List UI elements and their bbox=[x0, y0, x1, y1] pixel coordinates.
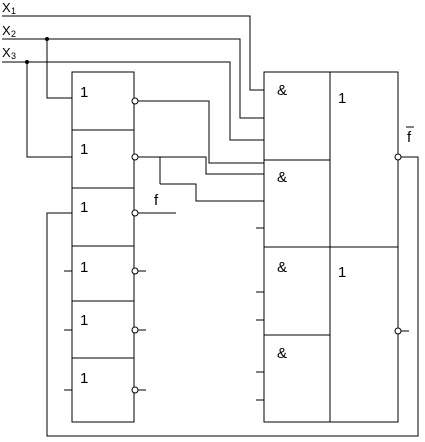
input-x2-letter: X bbox=[2, 23, 11, 38]
or-cell-2-symbol: 1 bbox=[80, 141, 88, 158]
or-cell-5-symbol: 1 bbox=[80, 312, 88, 329]
or-cell-6-symbol: 1 bbox=[80, 370, 88, 387]
input-label-x3: X 3 bbox=[2, 45, 16, 61]
or-cell-1-symbol: 1 bbox=[80, 84, 88, 101]
or-out-cell-2-bubble bbox=[394, 327, 402, 335]
or-cell-6-bubble bbox=[131, 386, 139, 394]
input-x1-letter: X bbox=[2, 0, 11, 15]
wire-or1-out bbox=[137, 100, 264, 164]
and-or-block: & & & & 1 1 bbox=[263, 71, 399, 423]
wire-x2-to-or1 bbox=[46, 39, 72, 99]
and-cell-1-symbol: & bbox=[277, 82, 287, 99]
output-f-bar-label: f bbox=[406, 126, 414, 146]
input-label-x2: X 2 bbox=[2, 23, 16, 39]
wire-x2 bbox=[2, 38, 264, 119]
wire-x3 bbox=[2, 61, 264, 141]
or-out-cell-2-symbol: 1 bbox=[338, 264, 346, 281]
output-f-label: f bbox=[154, 192, 159, 209]
input-x3-index: 3 bbox=[11, 51, 16, 61]
or-out-cell-1-symbol: 1 bbox=[338, 90, 346, 107]
wire-x1 bbox=[2, 15, 264, 91]
output-f-bar-letter: f bbox=[407, 129, 412, 146]
or-cell-4-bubble bbox=[131, 267, 139, 275]
or-cell-4-symbol: 1 bbox=[80, 259, 88, 276]
and-cell-4-symbol: & bbox=[277, 345, 287, 362]
or-cell-2-bubble bbox=[131, 153, 139, 161]
or-cell-1-bubble bbox=[131, 97, 139, 105]
or-block: 1 1 1 1 1 1 bbox=[71, 71, 135, 423]
or-cell-5-bubble bbox=[131, 326, 139, 334]
wire-x3-to-or2 bbox=[26, 62, 72, 158]
wire-or2-out bbox=[137, 156, 264, 175]
input-x1-index: 1 bbox=[11, 6, 16, 16]
or-cell-3-bubble bbox=[131, 209, 139, 217]
input-label-x1: X 1 bbox=[2, 0, 16, 16]
or-out-cell-1-bubble bbox=[394, 153, 402, 161]
and-cell-2-symbol: & bbox=[277, 169, 287, 186]
or-cell-3-symbol: 1 bbox=[80, 199, 88, 216]
wire-f-bar-out bbox=[46, 156, 419, 437]
input-x3-letter: X bbox=[2, 45, 11, 60]
input-x2-index: 2 bbox=[11, 29, 16, 39]
and-cell-3-symbol: & bbox=[277, 259, 287, 276]
or-block-frame bbox=[71, 71, 135, 423]
wire-or3-to-and2 bbox=[160, 183, 264, 202]
